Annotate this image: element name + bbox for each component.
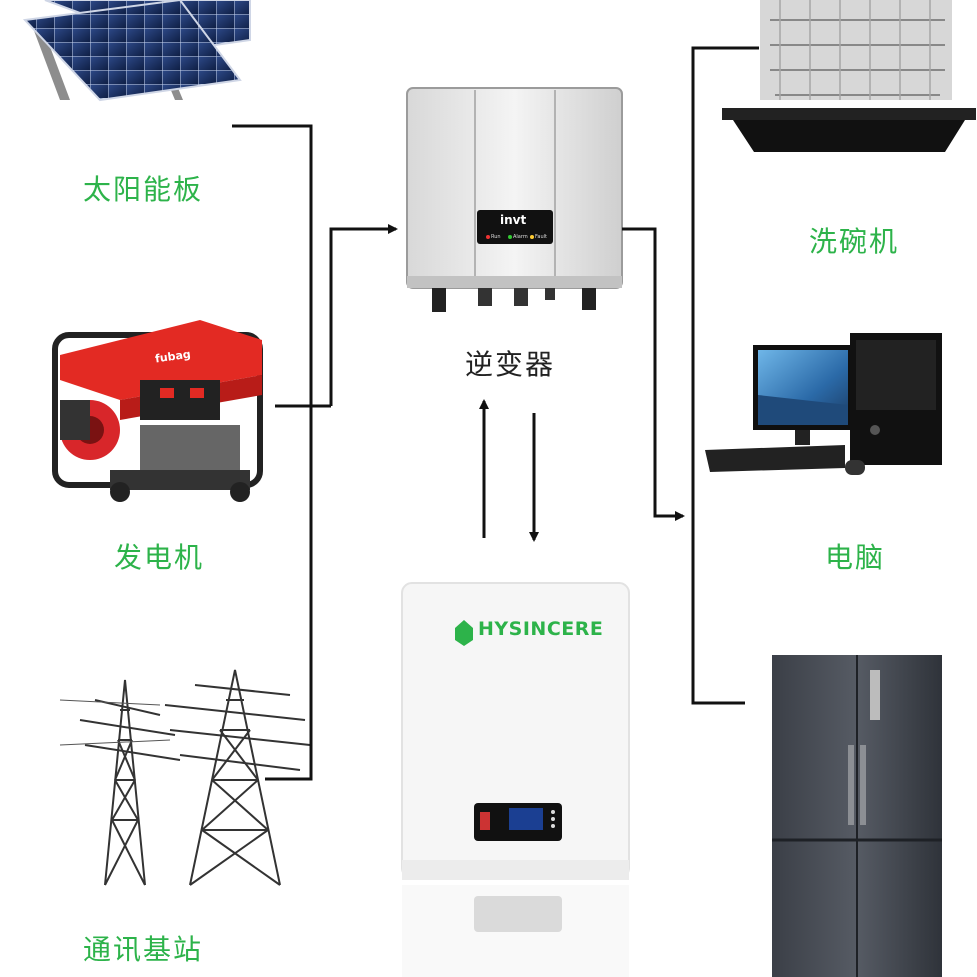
connector-loads-bus [691,46,759,705]
solar-panel-illustration [22,0,251,102]
battery-brand-logo: HYSINCERE [478,618,604,640]
inverter-illustration [406,87,623,312]
generator-illustration [52,320,263,502]
inverter-led-alarm: Alarm [513,234,528,240]
connector-solar [232,124,313,781]
battery-illustration [401,582,630,977]
connector-inverter-to-loads [622,227,685,521]
transmission-tower-illustration [59,669,311,886]
dishwasher-illustration [722,0,976,152]
label-computer: 电脑 [825,541,886,574]
fridge-illustration [772,655,942,977]
inverter-led-fault: Fault [535,234,547,240]
computer-illustration [705,333,942,475]
connector-to-inverter [329,224,398,406]
label-inverter: 逆变器 [465,348,556,381]
inverter-brand-logo: invt [500,213,527,227]
label-telecom-station: 通讯基站 [83,933,204,966]
inverter-led-run: Run [491,234,501,240]
label-dishwasher: 洗碗机 [809,225,900,258]
label-generator: 发电机 [114,541,205,574]
label-solar-panel: 太阳能板 [83,173,204,206]
